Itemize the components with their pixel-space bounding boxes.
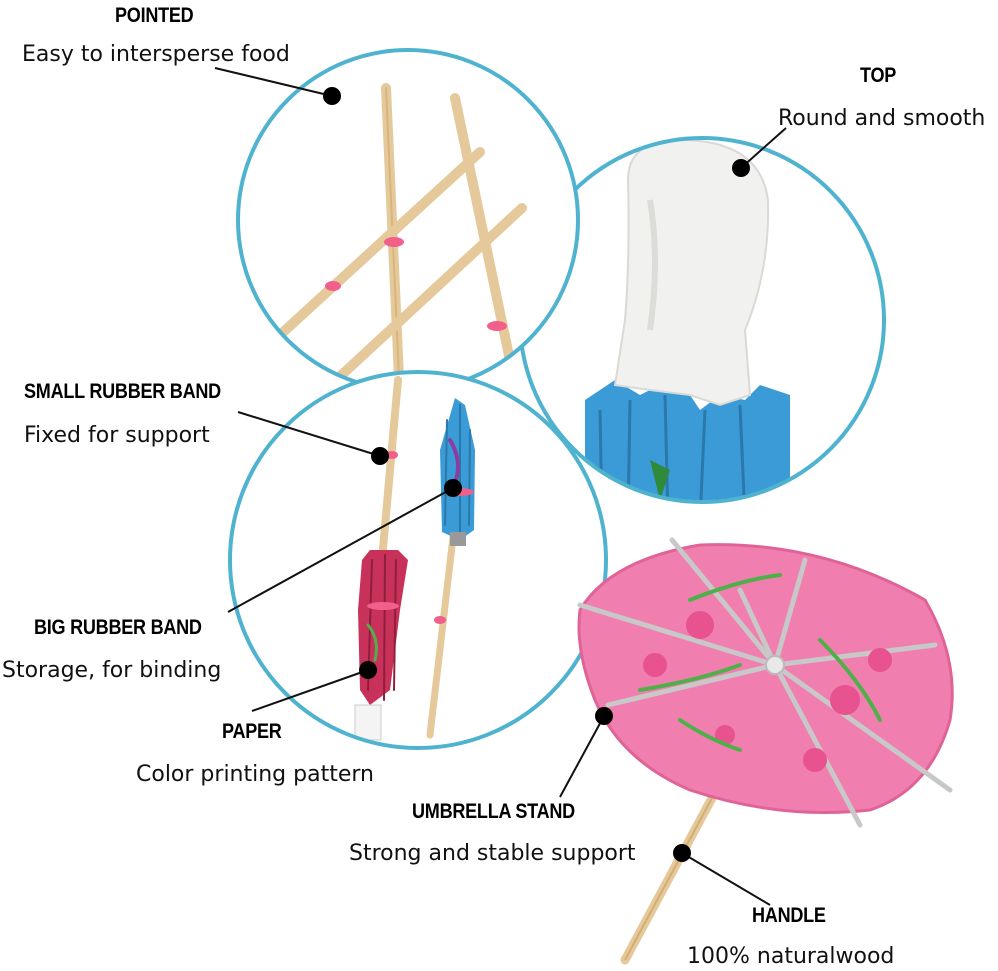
top-closeup-circle [518,136,886,504]
big-rubber-band-title: BIG RUBBER BAND [34,616,202,639]
big-rubber-band-desc: Storage, for binding [2,658,222,683]
umbrella-stand-title: UMBRELLA STAND [412,800,575,823]
small-rubber-band-desc: Fixed for support [24,423,210,448]
umbrella-stand-desc: Strong and stable support [349,841,636,866]
pointed-title: POINTED [115,4,194,27]
closed-umbrellas-circle [228,370,608,750]
small-rubber-band-title: SMALL RUBBER BAND [24,380,221,403]
handle-desc: 100% naturalwood [687,944,895,969]
pointed-sticks-circle [236,48,580,392]
pointed-desc: Easy to intersperse food [22,42,290,67]
callout-leaders [214,67,787,906]
handle-title: HANDLE [752,904,826,927]
top-desc: Round and smooth [778,106,986,131]
open-umbrella [577,537,954,965]
paper-desc: Color printing pattern [136,762,374,787]
top-title: TOP [860,64,897,87]
paper-title: PAPER [222,720,282,743]
callout-dots [323,87,750,862]
